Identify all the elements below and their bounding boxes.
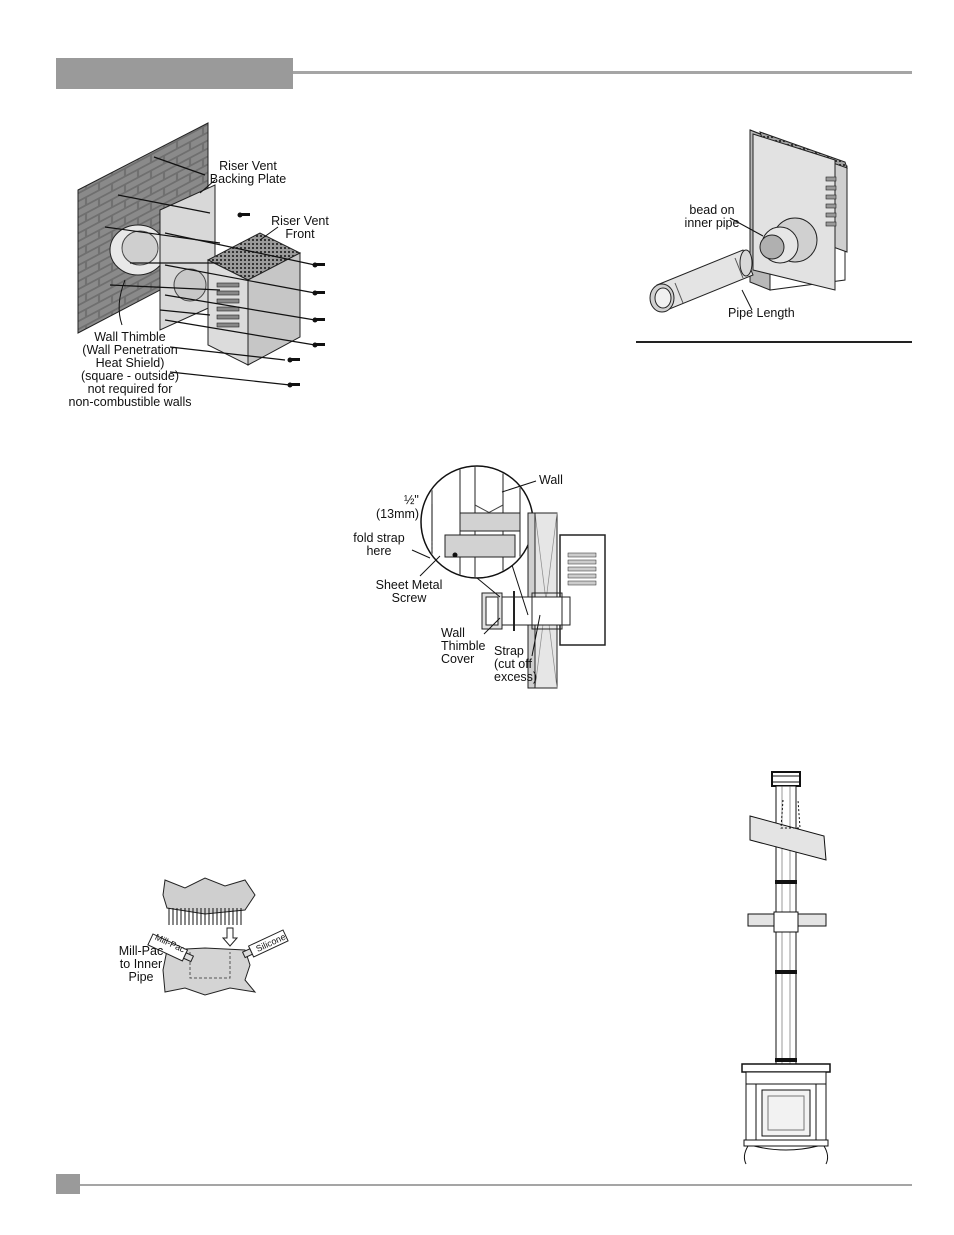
pipe-length-label: Pipe Length bbox=[728, 306, 795, 320]
thirteen-mm-label: (13mm) bbox=[376, 507, 420, 521]
wall-thimble-section-drawing bbox=[420, 465, 606, 689]
half-inch-label: ½" bbox=[404, 493, 419, 507]
vertical-vent-stove-drawing bbox=[741, 771, 831, 1165]
wall-thimble-cover-label: Wall Thimble Cover bbox=[441, 626, 486, 666]
figure-vertical-vent-stove bbox=[738, 768, 838, 1166]
section-header-tab bbox=[56, 58, 293, 89]
wall-thimble-label: Wall Thimble (Wall Penetration Heat Shie… bbox=[68, 330, 192, 409]
fold-strap-label: fold strap here bbox=[353, 531, 405, 558]
millpac-to-inner-pipe-label: Mill-Pac to Inner Pipe bbox=[118, 944, 164, 984]
figure-pipe-length bbox=[635, 120, 915, 330]
figure-riser-vent-exploded bbox=[60, 115, 350, 415]
bead-on-inner-pipe-label: bead on inner pipe bbox=[684, 203, 740, 230]
header-rule bbox=[293, 71, 912, 74]
millpac-drawing bbox=[147, 877, 289, 996]
pipe-length-drawing bbox=[649, 129, 848, 313]
riser-vent-front-label: Riser Vent Front bbox=[271, 214, 329, 241]
footer-page-tab bbox=[56, 1174, 80, 1194]
strap-label: Strap (cut off excess) bbox=[494, 644, 538, 684]
sheet-metal-screw-label: Sheet Metal Screw bbox=[375, 578, 443, 605]
riser-vent-exploded-drawing bbox=[77, 122, 325, 388]
figure-millpac bbox=[105, 870, 305, 1000]
figure-wall-thimble-section bbox=[420, 465, 615, 690]
figure-divider bbox=[636, 341, 912, 343]
footer-rule bbox=[80, 1184, 912, 1186]
riser-vent-backing-plate-label: Riser Vent Backing Plate bbox=[209, 159, 287, 186]
wall-label: Wall bbox=[539, 473, 563, 487]
